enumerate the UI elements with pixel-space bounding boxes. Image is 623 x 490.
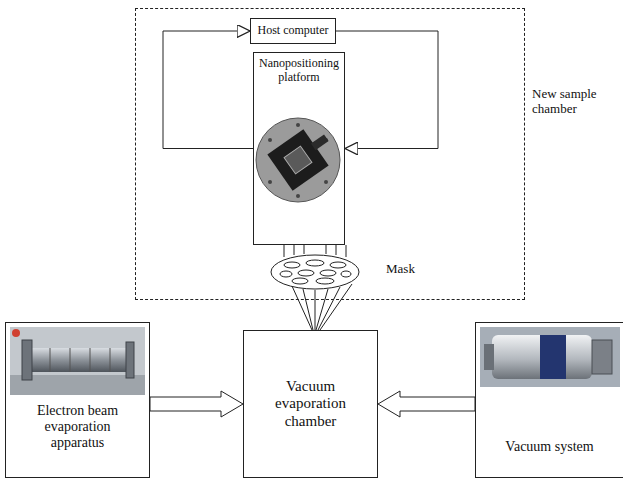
node-text: Electron beam evaporation apparatus <box>24 403 131 451</box>
process-box: Host computer <box>250 18 336 44</box>
photo-ground <box>10 327 145 395</box>
tube-rib <box>110 348 111 372</box>
connector <box>163 31 253 149</box>
pump-band <box>540 335 566 379</box>
chamber-region: New sample chamberHost computerNanoposit… <box>135 8 525 300</box>
photo-detail <box>12 329 20 337</box>
photo-ground <box>480 327 620 387</box>
stage-hole <box>324 180 328 184</box>
mask-opening <box>280 271 292 277</box>
stage-hole <box>296 123 300 127</box>
leg <box>284 245 285 257</box>
tube-flange <box>126 342 134 378</box>
mask-opening <box>341 271 351 277</box>
mask-opening <box>320 270 336 276</box>
block-arrow <box>150 391 243 417</box>
tube-flange <box>22 340 32 380</box>
connector <box>336 31 438 149</box>
block-arrow <box>378 391 475 417</box>
vapor-line <box>316 289 328 330</box>
mask-opening <box>284 262 300 268</box>
beam-tube <box>30 348 130 372</box>
apparatus-box: Electron beam evaporation apparatus <box>5 322 150 478</box>
stage-disc <box>256 118 340 202</box>
leg <box>294 245 295 255</box>
leg <box>336 245 337 255</box>
stage-arm <box>311 134 329 150</box>
mask-disc <box>271 255 359 289</box>
mask-ellipse: Mask <box>270 254 360 290</box>
vapor-line <box>318 287 340 330</box>
mask-opening <box>316 278 334 284</box>
platform-box: Nanopositioning platform <box>253 52 345 245</box>
mask-opening <box>330 262 346 268</box>
node-text: Nanopositioning platform <box>257 57 341 85</box>
leg <box>326 245 327 254</box>
mask-opening <box>306 260 324 266</box>
vapor-line <box>320 284 352 330</box>
mask-opening <box>298 270 314 276</box>
stage-hole <box>268 180 272 184</box>
connector <box>315 290 316 330</box>
pump-body <box>492 335 592 379</box>
chamber-box: Vacuum evaporation chamber <box>243 330 378 478</box>
leg <box>304 245 305 254</box>
node-label: Mask <box>386 262 436 277</box>
tube-rib <box>90 348 91 372</box>
tube-rib <box>50 348 51 372</box>
mask-outline <box>270 254 360 290</box>
node-text: Vacuum evaporation chamber <box>262 378 359 430</box>
apparatus-box: Vacuum system <box>475 322 623 478</box>
node-text: Host computer <box>253 24 333 38</box>
stage-center <box>284 146 312 174</box>
node-text: Vacuum system <box>486 439 613 455</box>
vapor-lines <box>292 284 352 330</box>
stage-body <box>267 129 328 190</box>
stage-hole <box>296 194 300 198</box>
platform-photo <box>256 118 340 202</box>
pump-photo <box>480 327 620 387</box>
pump-flange <box>592 340 612 374</box>
ebeam-photo <box>10 327 145 395</box>
tube-rib <box>70 348 71 372</box>
leg <box>346 245 347 257</box>
pump-flange <box>484 344 494 370</box>
node-label: New sample chamber <box>532 87 622 117</box>
stage-hole <box>268 138 272 142</box>
vapor-line <box>303 289 313 330</box>
vapor-line <box>292 286 312 330</box>
mask-opening <box>292 278 308 284</box>
